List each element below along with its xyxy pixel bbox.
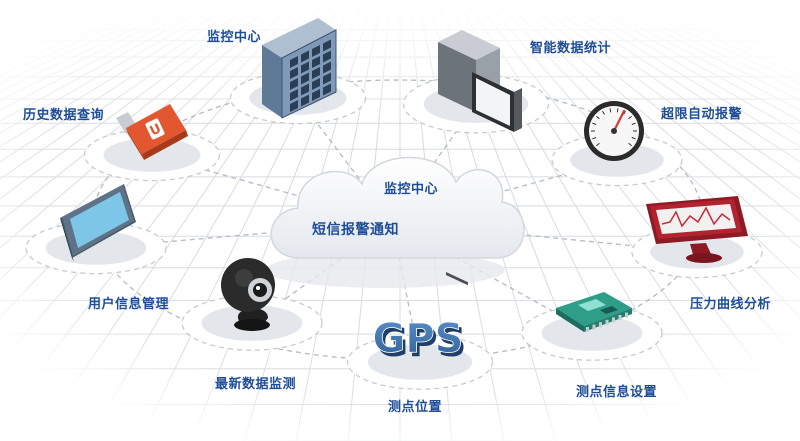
cabinet-cell <box>290 78 298 90</box>
board-pin <box>586 327 589 332</box>
cabinet-cell <box>323 72 331 85</box>
center-title: 监控中心 <box>384 182 439 197</box>
usb-drive-icon: U <box>116 104 188 160</box>
cabinet-cell <box>323 61 331 74</box>
cabinet-cell <box>323 50 331 63</box>
cabinet-cell <box>301 72 309 85</box>
node-platform-shadow <box>367 344 473 380</box>
gps-text: GPS <box>373 316 464 362</box>
gauge-tick <box>609 108 612 113</box>
board-pin <box>599 322 602 328</box>
gauge-tick <box>628 142 632 147</box>
tablet-icon <box>60 184 136 262</box>
gauge-tick <box>616 108 619 113</box>
cabinet-cell <box>323 39 331 52</box>
gps-text-shadow: GPS <box>376 320 467 366</box>
desktop-computer-icon <box>438 30 522 286</box>
node-label-monitor-center: 监控中心 <box>207 30 262 45</box>
cabinet-cell <box>312 78 320 90</box>
board-pin <box>612 317 615 323</box>
cabinet-cell <box>312 67 320 79</box>
board-pin <box>605 319 609 325</box>
cabinet-cell <box>301 83 309 96</box>
node-label-latest-monitor: 最新数据监测 <box>215 377 297 392</box>
gauge-tick <box>631 122 636 125</box>
cabinet-cell <box>290 100 298 112</box>
gps-text-icon: GPS GPS <box>372 316 467 366</box>
cabinet-cell <box>290 67 298 79</box>
board-pin <box>618 315 622 320</box>
gauge-tick <box>631 137 636 140</box>
cabinet-cell <box>312 45 320 57</box>
gauge-tick <box>596 115 600 120</box>
pressure-gauge-icon <box>584 101 644 161</box>
gauge-tick <box>628 115 632 120</box>
board-pin <box>625 312 628 318</box>
cabinet-cell <box>301 61 309 74</box>
gauge-tick <box>602 110 605 115</box>
grid-top-fade <box>0 0 800 120</box>
gauge-tick <box>596 142 600 147</box>
cabinet-cell <box>290 56 298 68</box>
cabinet-cell <box>312 89 320 101</box>
server-cabinet-icon <box>262 18 337 119</box>
gauge-tick <box>623 110 626 115</box>
node-label-point-settings: 测点信息设置 <box>576 385 658 400</box>
node-label-over-limit-alarm: 超限自动报警 <box>661 107 743 122</box>
center-cloud <box>265 156 525 288</box>
node-platform-shadow <box>541 315 643 351</box>
circuit-board-icon <box>556 292 632 332</box>
cabinet-cell <box>323 83 331 96</box>
gauge-tick <box>592 137 597 140</box>
curve-monitor-icon <box>646 196 748 263</box>
cabinet-cell <box>312 56 320 68</box>
cabinet-cell <box>301 50 309 63</box>
node-label-smart-stats: 智能数据统计 <box>530 41 612 56</box>
cabinet-cell <box>290 89 298 101</box>
node-label-user-info: 用户信息管理 <box>88 297 170 312</box>
board-pin <box>592 324 596 330</box>
node-label-history-query: 历史数据查询 <box>23 108 105 123</box>
gauge-tick <box>592 122 597 125</box>
webcam-icon <box>221 258 275 331</box>
node-label-point-location: 测点位置 <box>388 400 443 415</box>
node-label-pressure-curve: 压力曲线分析 <box>690 297 772 312</box>
center-subtitle: 短信报警通知 <box>312 222 399 238</box>
cabinet-cell <box>301 94 309 107</box>
